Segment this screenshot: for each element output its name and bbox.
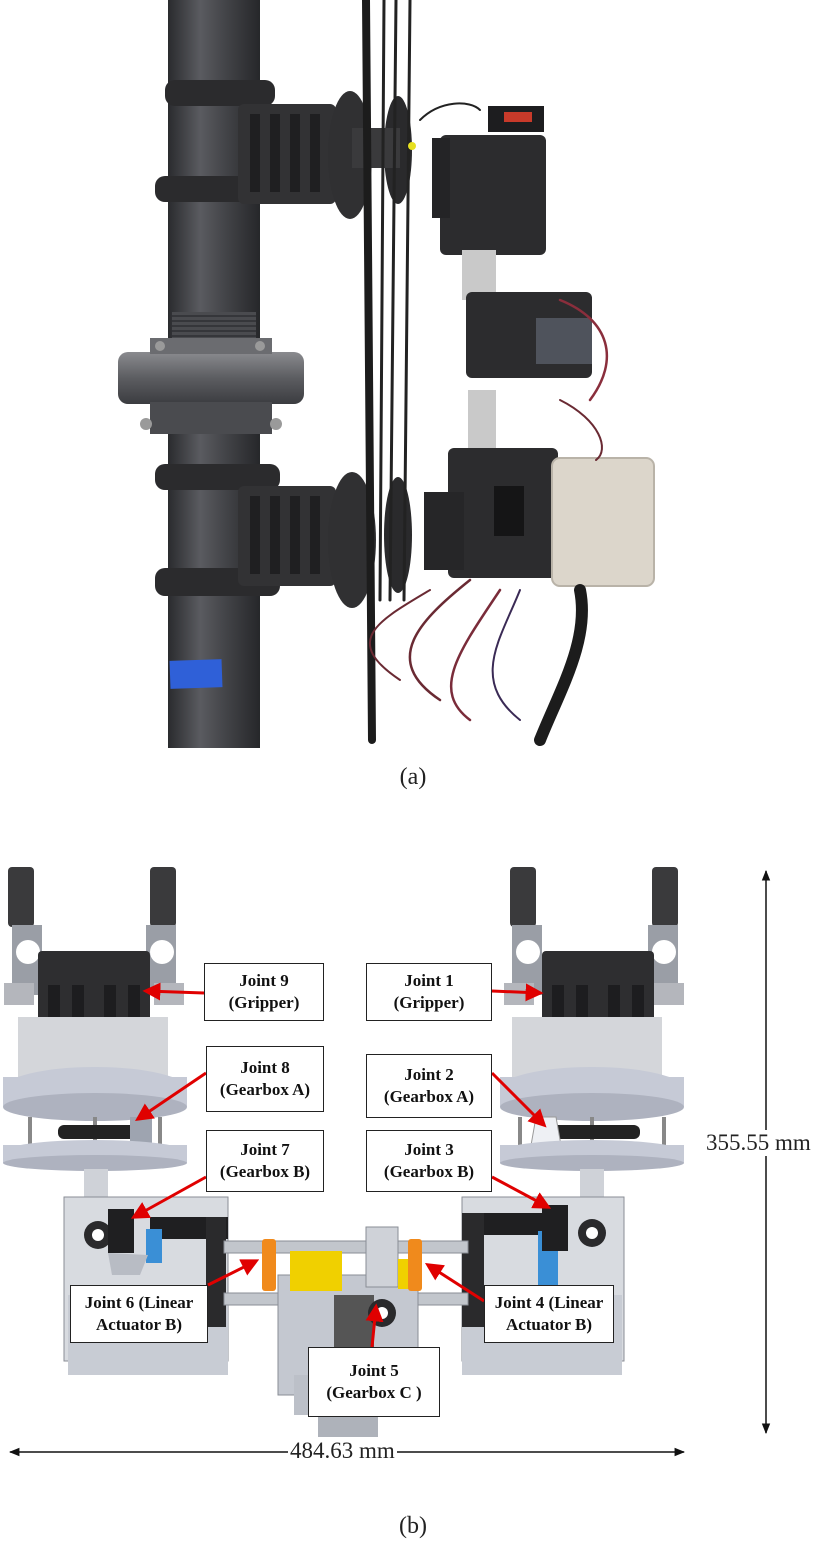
electronics-enclosure xyxy=(552,458,654,586)
blue-tape xyxy=(169,659,223,689)
arrow-joint-7 xyxy=(130,1175,207,1219)
arrow-joint-8 xyxy=(135,1071,207,1122)
left-gripper-assembly xyxy=(3,867,187,1171)
caption-b: (b) xyxy=(399,1513,427,1539)
arrow-joint-2 xyxy=(490,1071,547,1128)
upper-module xyxy=(440,135,546,255)
arrow-joint-1 xyxy=(491,983,544,1002)
arrow-joint-4 xyxy=(424,1263,485,1303)
height-dimension-label: 355.55 mm xyxy=(704,1130,813,1156)
right-gripper-assembly xyxy=(500,867,684,1171)
arrow-joint-5 xyxy=(365,1303,384,1348)
upper-clamp-band xyxy=(165,80,275,106)
arrow-joint-9 xyxy=(142,982,205,1001)
label-joint-5: Joint 5(Gearbox C ) xyxy=(308,1347,440,1417)
label-joint-9: Joint 9(Gripper) xyxy=(204,963,324,1021)
arrow-joint-6 xyxy=(207,1259,260,1287)
cables xyxy=(362,0,609,746)
upper-disc-1 xyxy=(328,91,372,219)
joint-arrows xyxy=(130,982,552,1348)
pipe-thread xyxy=(172,312,256,342)
robot-photo xyxy=(118,0,655,748)
pipe-flange xyxy=(118,352,304,404)
label-joint-1: Joint 1(Gripper) xyxy=(366,963,492,1021)
label-joint-8: Joint 8(Gearbox A) xyxy=(206,1046,324,1112)
arrow-joint-3 xyxy=(491,1175,552,1209)
label-joint-2: Joint 2(Gearbox A) xyxy=(366,1054,492,1118)
cad-diagram xyxy=(3,867,771,1457)
label-joint-7: Joint 7(Gearbox B) xyxy=(206,1130,324,1192)
caption-a: (a) xyxy=(399,764,427,790)
width-dimension-label: 484.63 mm xyxy=(288,1438,397,1464)
label-joint-3: Joint 3(Gearbox B) xyxy=(366,1130,492,1192)
